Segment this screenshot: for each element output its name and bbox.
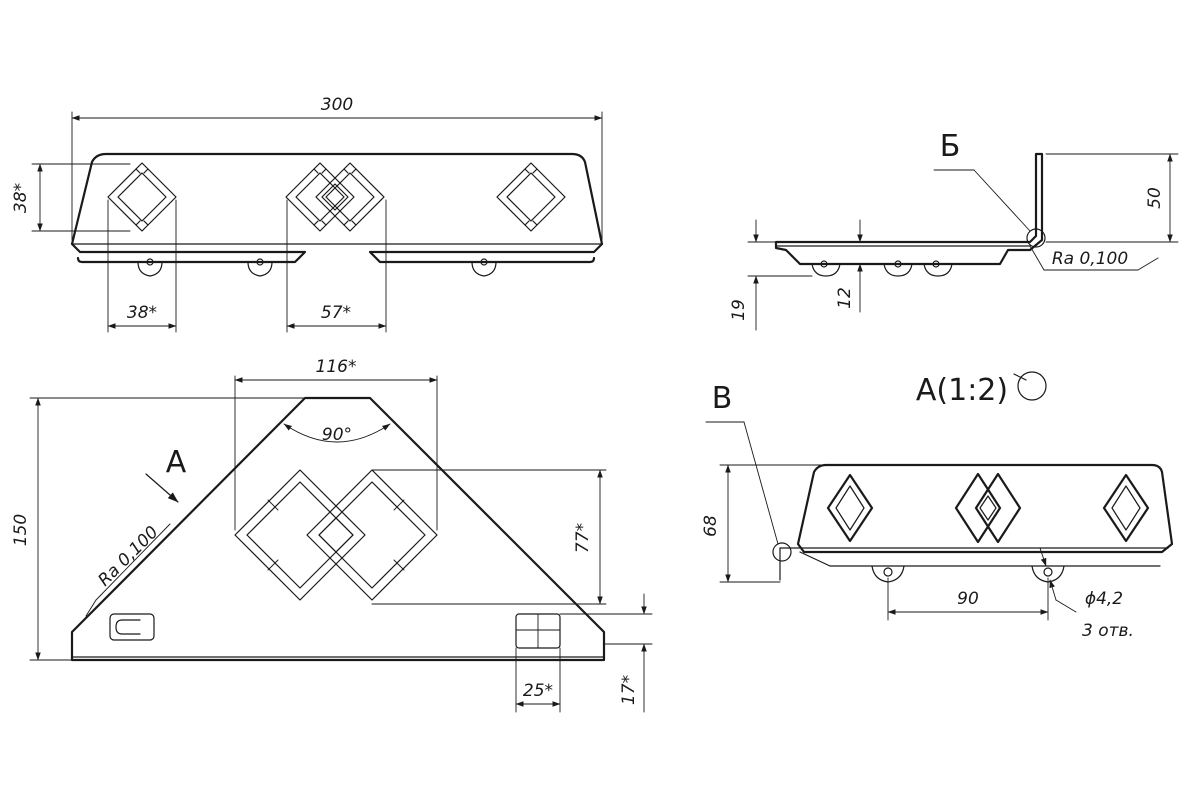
detail-outline	[796, 463, 1174, 554]
dim-77: 77*	[573, 523, 593, 553]
detail-window-right	[1102, 473, 1150, 543]
section-letter-v: В	[712, 381, 733, 416]
roughness-top: Ra 0,100	[94, 522, 162, 590]
dim-300: 300	[321, 95, 353, 115]
front-window-left	[107, 162, 177, 232]
hole-diameter: ϕ4,2	[1085, 589, 1123, 609]
dim-19: 19	[729, 299, 749, 321]
detail-view: А(1:2) В 68 90	[701, 371, 1174, 641]
top-outline	[70, 396, 606, 662]
dim-17: 17*	[619, 675, 639, 705]
dim-12: 12	[835, 287, 855, 309]
detail-window-center	[954, 472, 1022, 544]
slot-left	[109, 613, 155, 641]
top-view: 90° 116* 150 77*	[11, 357, 653, 713]
dim-68: 68	[701, 515, 721, 537]
dim-50: 50	[1145, 187, 1165, 209]
dim-150: 150	[11, 514, 31, 546]
detail-circle-b	[1026, 228, 1046, 248]
hole-count: 3 отв.	[1082, 621, 1134, 641]
detail-circle-v	[772, 542, 792, 562]
detail-window-left	[826, 473, 874, 543]
dim-38-height: 38*	[11, 183, 31, 213]
front-window-center-a	[285, 162, 355, 232]
dim-25: 25*	[523, 681, 553, 701]
dim-116: 116*	[316, 357, 357, 377]
view-arrow-a: А	[166, 445, 187, 480]
dim-57: 57*	[321, 303, 351, 323]
front-view: 300 38* 38* 57*	[11, 95, 604, 333]
dim-38-width: 38*	[127, 303, 157, 323]
detail-title-circle	[1017, 371, 1047, 401]
front-window-center-b	[315, 162, 385, 232]
side-view: Б 50 Ra 0,100 19 12	[729, 129, 1179, 331]
roughness-side: Ra 0,100	[1052, 249, 1128, 269]
section-letter-b: Б	[940, 129, 961, 164]
front-outline	[70, 152, 604, 264]
front-window-right	[496, 162, 566, 232]
dim-angle-90: 90°	[322, 425, 352, 445]
detail-title: А(1:2)	[916, 373, 1008, 408]
dim-90: 90	[957, 589, 979, 609]
top-center-window	[234, 469, 438, 601]
